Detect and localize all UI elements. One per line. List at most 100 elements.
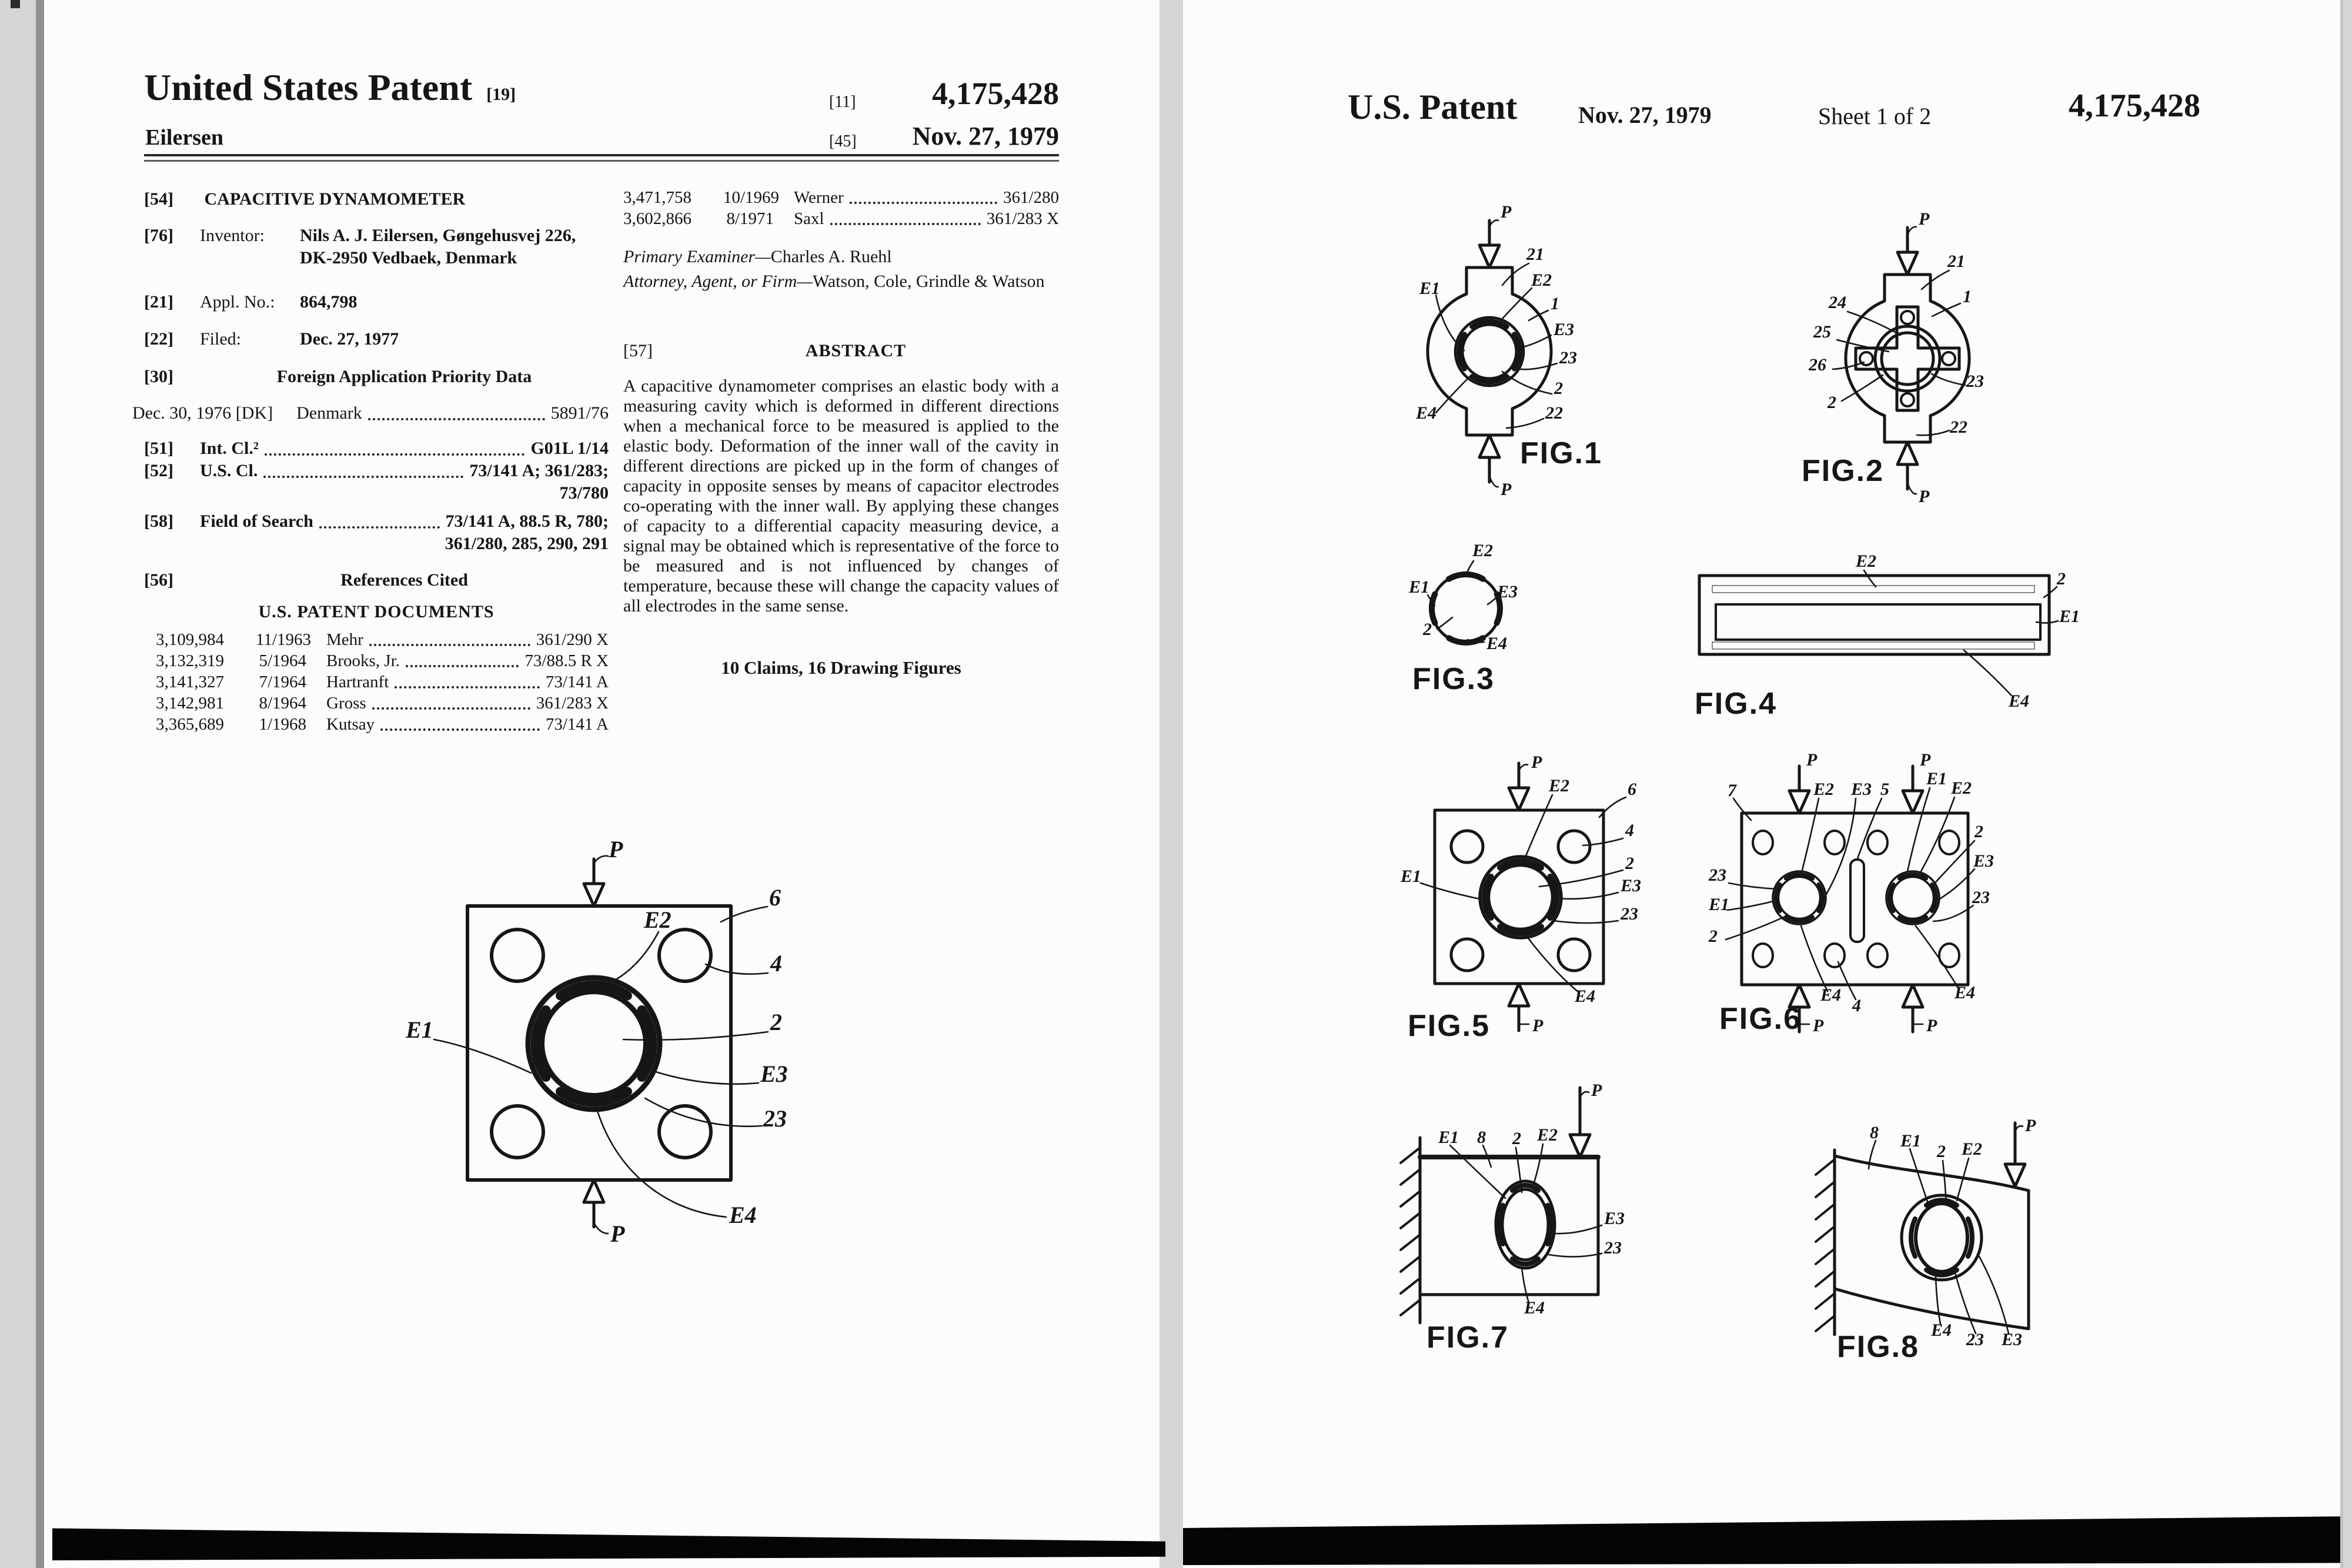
- ref-class: 361/280: [1003, 188, 1059, 207]
- foreign-priority-entry: Dec. 30, 1976 [DK] Denmark 5891/76: [132, 402, 609, 424]
- ref-class: 361/290 X: [536, 630, 609, 649]
- references-cited-title: References Cited: [340, 570, 468, 590]
- dot-leader: [405, 665, 519, 667]
- field-22-tag: [22]: [144, 329, 173, 349]
- field-of-search-label: Field of Search: [200, 511, 313, 531]
- ref-date: 7/1964: [259, 673, 306, 691]
- fig2-body: [1844, 226, 1971, 495]
- field-58-tag: [58]: [144, 511, 173, 531]
- fig5-label-e2: E2: [1548, 776, 1569, 795]
- fig7-label-e4: E4: [1524, 1298, 1545, 1318]
- fig6-label-e2-left: E2: [1813, 780, 1834, 799]
- table-row: 3,602,866 8/1971 Saxl 361/283 X: [623, 208, 1059, 229]
- fig3-label-2: 2: [1422, 620, 1432, 639]
- ref-class: 73/88.5 R X: [524, 651, 609, 670]
- issue-date: Nov. 27, 1979: [912, 122, 1059, 151]
- fig6-label-2-left: 2: [1708, 927, 1718, 946]
- issue-date-row: [45] Nov. 27, 1979: [829, 121, 1059, 151]
- fig4-caption: FIG.4: [1695, 687, 1777, 721]
- fig6-label-p4: P: [1926, 1016, 1937, 1035]
- fig6-label-p2: P: [1919, 750, 1931, 770]
- fig2-label-2: 2: [1827, 393, 1836, 412]
- ref-name: Brooks, Jr.: [326, 651, 400, 670]
- patent-front-page: United States Patent [19] [11] 4,175,428…: [36, 0, 1165, 1568]
- fig7-label-23: 23: [1603, 1238, 1622, 1258]
- field-56-tag: [56]: [144, 570, 173, 590]
- examiner-name: Charles A. Ruehl: [770, 247, 892, 266]
- field-of-search-value: 73/141 A, 88.5 R, 780;: [445, 511, 609, 531]
- field-56: [56] References Cited: [144, 569, 609, 591]
- fig4-leaders: [1863, 569, 2059, 696]
- fig1-label-p-top: P: [1500, 202, 1512, 222]
- fig5-caption: FIG.5: [1408, 1009, 1490, 1043]
- fig2-label-25: 25: [1813, 322, 1831, 342]
- abstract-text: A capacitive dynamometer comprises an el…: [623, 376, 1059, 616]
- fig4-tube-section: [1698, 574, 2051, 656]
- fig2-label-22: 22: [1949, 417, 1967, 437]
- ref-date: 8/1971: [726, 209, 774, 228]
- fig8-label-2: 2: [1936, 1142, 1946, 1161]
- appl-no-value: 864,798: [300, 292, 358, 312]
- fig2-label-p-top: P: [1918, 209, 1930, 229]
- fig2-label-24: 24: [1828, 293, 1846, 312]
- patent-number: 4,175,428: [932, 76, 1059, 111]
- fig5-label-e3: E3: [1620, 876, 1641, 895]
- field-30-tag: [30]: [144, 367, 173, 386]
- fig1-caption: FIG.1: [1520, 436, 1602, 470]
- fig6-body: [1740, 766, 1970, 1032]
- figL-label-e2: E2: [643, 907, 671, 933]
- fig6-label-e3-right: E3: [1973, 851, 1994, 871]
- field-of-search-value2: 361/280, 285, 290, 291: [445, 534, 609, 553]
- ref-name: Saxl: [794, 209, 824, 228]
- ref-class: 73/141 A: [545, 715, 609, 734]
- scan-bar: [1183, 1516, 2340, 1565]
- table-row: 3,141,327 7/1964 Hartranft 73/141 A: [156, 671, 609, 693]
- ref-class: 73/141 A: [545, 673, 609, 691]
- figL-label-23: 23: [763, 1105, 787, 1132]
- fig6-label-7: 7: [1728, 781, 1737, 800]
- dot-leader: [372, 707, 530, 710]
- field-21: [21] Appl. No.: 864,798: [144, 291, 609, 313]
- field-76-tag: [76]: [144, 226, 173, 245]
- fig6-label-23-right: 23: [1972, 888, 1990, 907]
- fig6-caption: FIG.6: [1719, 1002, 1802, 1036]
- fig4-label-e1: E1: [2059, 607, 2080, 626]
- fig6-label-p1: P: [1806, 750, 1818, 770]
- dot-leader: [368, 418, 545, 420]
- field-52-tag: [52]: [144, 461, 173, 480]
- fig5-label-p-bottom: P: [1532, 1016, 1544, 1035]
- ref-name: Mehr: [326, 630, 363, 649]
- fig6-label-p3: P: [1812, 1016, 1824, 1035]
- patent-drawings-sheet: U.S. Patent Nov. 27, 1979 Sheet 1 of 2 4…: [1183, 0, 2343, 1568]
- fig8-label-e2: E2: [1961, 1139, 1982, 1159]
- date-tag: [45]: [829, 132, 857, 151]
- fig1-leaders: [1435, 262, 1558, 429]
- fig8-wall-hatching: [1815, 1148, 1836, 1336]
- patent-title-kind-code: [19]: [486, 85, 516, 104]
- priority-country: Denmark: [296, 403, 362, 423]
- references-table-right: 3,471,758 10/1969 Werner 361/280 3,602,8…: [623, 187, 1059, 229]
- priority-date: Dec. 30, 1976 [DK]: [132, 403, 273, 423]
- ref-name: Werner: [794, 188, 844, 207]
- fig3-label-e3: E3: [1496, 582, 1518, 601]
- ref-name: Gross: [326, 694, 366, 713]
- fig1-label-e3: E3: [1553, 320, 1574, 339]
- fig5-label-p-top: P: [1531, 753, 1542, 772]
- patent-number-row: [11] 4,175,428: [829, 75, 1059, 112]
- fig4-label-e2: E2: [1855, 551, 1876, 571]
- fig7-wall-hatching: [1399, 1136, 1422, 1325]
- fig6-leaders: [1725, 787, 1976, 1001]
- claims-line: 10 Claims, 16 Drawing Figures: [721, 657, 961, 678]
- dot-leader: [264, 453, 525, 456]
- us-cl-value: 73/141 A; 361/283;: [469, 461, 609, 480]
- ref-date: 11/1963: [256, 630, 311, 649]
- fig6-label-2-right: 2: [1974, 822, 1983, 841]
- fig4-label-2: 2: [2056, 569, 2066, 589]
- dot-leader: [380, 728, 540, 731]
- dot-leader: [263, 476, 464, 478]
- abstract-tag: [57]: [623, 341, 653, 360]
- fig7-label-p: P: [1591, 1081, 1602, 1100]
- fig8-label-p: P: [2024, 1116, 2036, 1135]
- scan-bar: [52, 1528, 1165, 1560]
- fig1-label-22: 22: [1545, 403, 1563, 423]
